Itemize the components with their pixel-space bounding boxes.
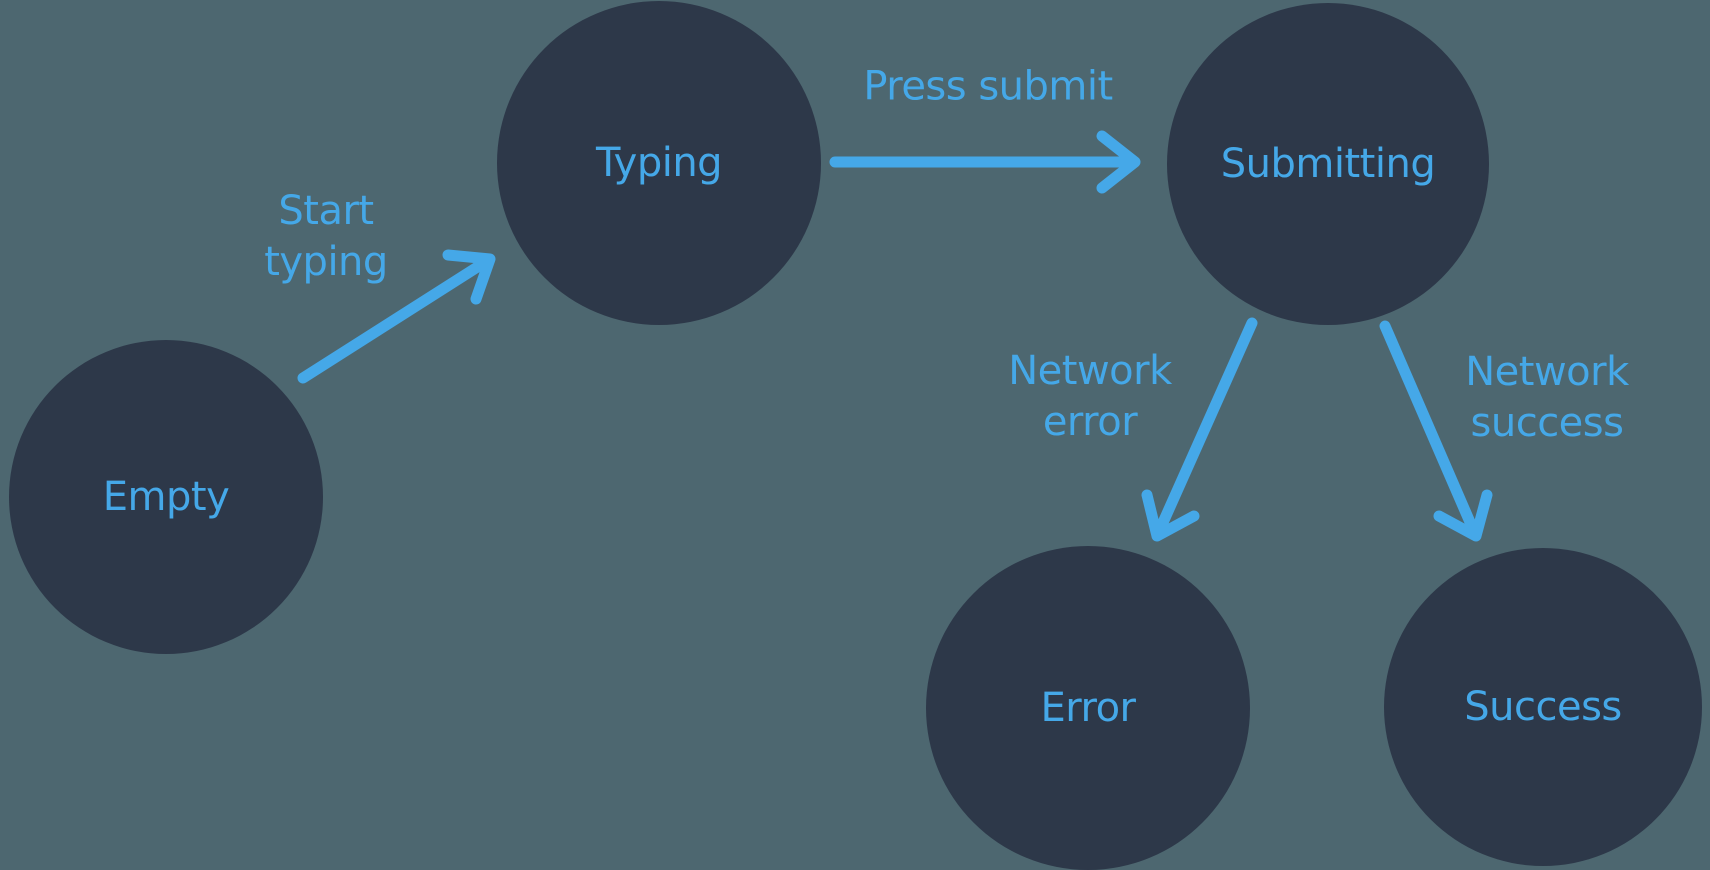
transition-arrow-start-typing xyxy=(297,249,496,384)
state-label-error: Error xyxy=(1040,685,1137,731)
transition-label-line: Start xyxy=(278,188,374,234)
transition-label-network-error: Network error xyxy=(1008,346,1172,448)
transition-label-line: Network xyxy=(1465,349,1629,395)
state-label-submitting: Submitting xyxy=(1220,141,1436,187)
transition-label-line: error xyxy=(1042,399,1138,445)
transition-label-line: Network xyxy=(1008,348,1172,394)
transition-label-line: typing xyxy=(264,239,388,285)
state-label-empty: Empty xyxy=(102,474,230,520)
state-node-typing: Typing xyxy=(497,1,821,325)
state-node-empty: Empty xyxy=(9,340,323,654)
state-node-error: Error xyxy=(926,546,1250,870)
transition-label-start-typing: Start typing xyxy=(264,186,388,288)
state-label-success: Success xyxy=(1464,684,1622,730)
transition-label-press-submit: Press submit xyxy=(863,62,1113,113)
state-node-success: Success xyxy=(1384,548,1702,866)
transition-label-line: success xyxy=(1470,400,1624,446)
state-node-submitting: Submitting xyxy=(1167,3,1489,325)
transition-label-line: Press submit xyxy=(863,63,1113,110)
state-label-typing: Typing xyxy=(595,140,723,186)
transition-arrow-network-success xyxy=(1379,320,1493,542)
transition-label-network-success: Network success xyxy=(1465,347,1629,449)
transition-arrow-press-submit xyxy=(829,130,1141,194)
transition-arrow-network-error xyxy=(1141,317,1258,542)
